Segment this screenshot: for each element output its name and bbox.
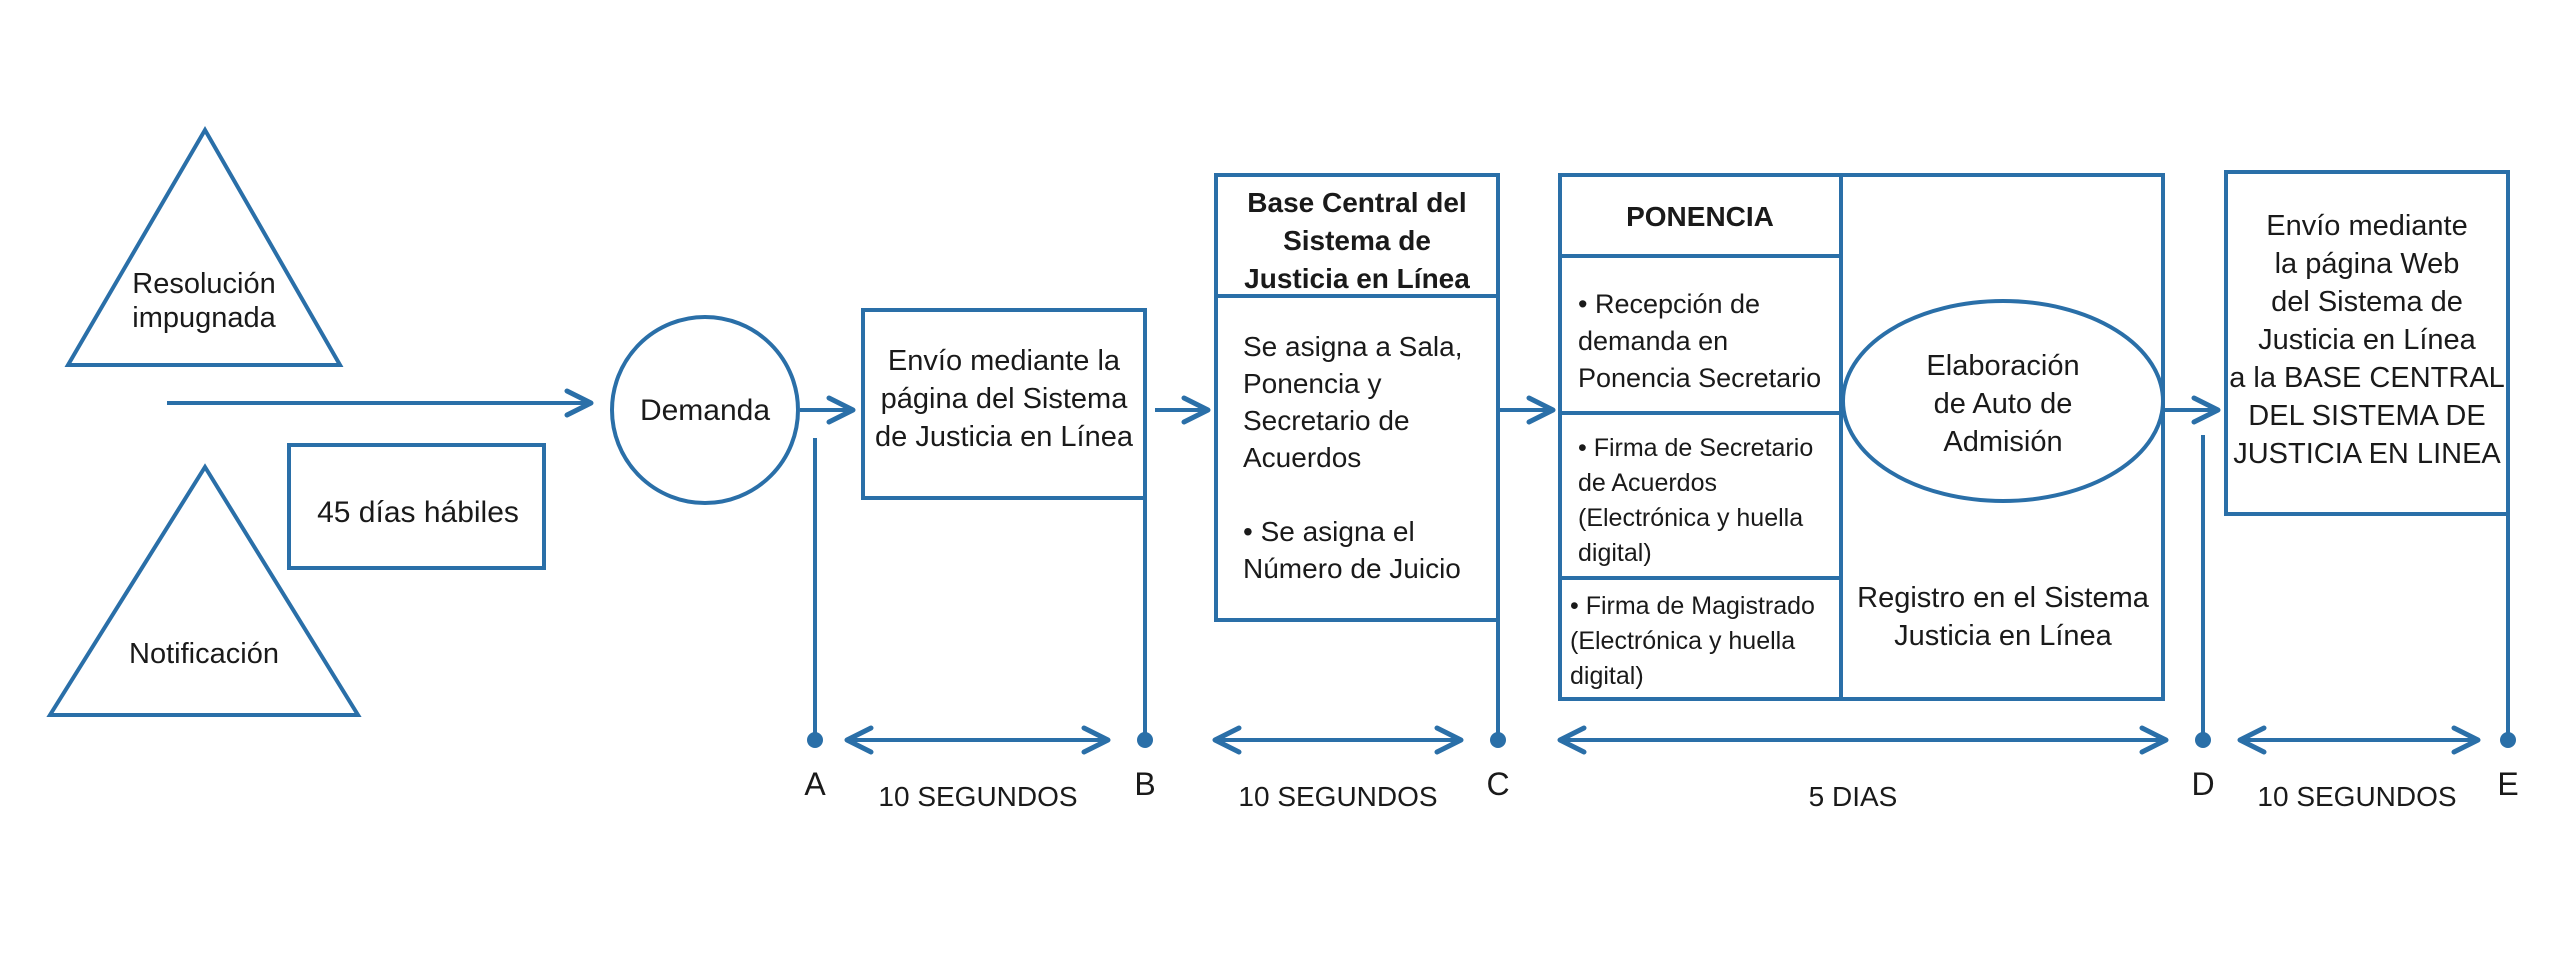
duration-label-bc: 10 SEGUNDOS — [1238, 781, 1437, 812]
envio1-label: Envío mediante la página del Sistema de Ju… — [875, 345, 1134, 453]
text-line: Elaboración — [1926, 350, 2079, 382]
ponencia-item3: • Firma de Magistrado (Electrónica y huel… — [1570, 592, 1815, 690]
text-line: Número de Juicio — [1243, 553, 1461, 584]
envio2-label: Envío mediante la página Web del Sistema d… — [2229, 210, 2505, 470]
text-line: Sistema de — [1283, 225, 1431, 256]
dias-habiles-label: 45 días hábiles — [317, 496, 519, 529]
notificacion-triangle — [46, 463, 362, 717]
milestone-label-d: D — [2191, 766, 2214, 802]
text-line: digital) — [1570, 662, 1644, 690]
text-line: de Acuerdos — [1578, 469, 1717, 497]
ponencia-item1: • Recepción de demanda en Ponencia Secreta… — [1578, 289, 1821, 393]
dias-habiles-box — [287, 443, 546, 570]
milestone-e — [2500, 172, 2516, 748]
duration-label-de: 10 SEGUNDOS — [2257, 781, 2456, 812]
text-line: del Sistema de — [2271, 286, 2463, 318]
text-line: impugnada — [132, 302, 276, 334]
text-line: Resolución — [132, 268, 275, 300]
text-line: Ponencia y — [1243, 368, 1382, 399]
demanda-label: Demanda — [640, 394, 770, 427]
text-line: PONENCIA — [1626, 201, 1774, 232]
text-line: JUSTICIA EN LINEA — [2233, 438, 2501, 470]
milestone-b — [1137, 310, 1153, 748]
duration-label-cd: 5 DIAS — [1809, 781, 1898, 812]
text-line: de Justicia en Línea — [875, 421, 1134, 453]
text-line: Justicia en Línea — [1894, 620, 2113, 652]
resolucion-triangle — [64, 126, 344, 367]
text-line: la página Web — [2275, 248, 2460, 280]
text-line: Justicia en Línea — [2258, 324, 2477, 356]
text-line: DEL SISTEMA DE — [2248, 400, 2485, 432]
milestone-label-c: C — [1486, 766, 1509, 802]
milestone-c — [1490, 175, 1506, 748]
text-line: (Electrónica y huella — [1570, 627, 1795, 655]
milestone-d — [2195, 435, 2211, 748]
text-line: • Se asigna el — [1243, 516, 1415, 547]
text-line: • Recepción de — [1578, 289, 1760, 319]
ponencia-registro-box — [1558, 173, 2165, 701]
text-line: página del Sistema — [881, 383, 1129, 415]
text-line: • Firma de Magistrado — [1570, 592, 1815, 620]
demanda-circle — [610, 315, 800, 505]
text-line: Justicia en Línea — [1244, 263, 1470, 294]
base-central-body: Se asigna a Sala, Ponencia y Secretario de… — [1243, 331, 1463, 584]
text-line: Secretario de — [1243, 405, 1410, 436]
text-line: Notificación — [129, 638, 279, 670]
elaboracion-label: Elaboración de Auto de Admisión — [1926, 350, 2079, 458]
text-line: Se asigna a Sala, — [1243, 331, 1463, 362]
milestone-label-a: A — [804, 766, 826, 802]
text-line: a la BASE CENTRAL — [2229, 362, 2505, 394]
milestone-a — [807, 438, 823, 748]
milestone-label-e: E — [2497, 766, 2518, 802]
ponencia-item2: • Firma de Secretario de Acuerdos (Electró… — [1578, 434, 1813, 567]
text-line: Admisión — [1943, 426, 2062, 458]
text-line: (Electrónica y huella — [1578, 504, 1803, 532]
text-line: Demanda — [640, 394, 770, 427]
text-line: Acuerdos — [1243, 442, 1361, 473]
text-line: Base Central del — [1247, 187, 1466, 218]
text-line: demanda en — [1578, 326, 1728, 356]
text-line: • Firma de Secretario — [1578, 434, 1813, 462]
duration-label-ab: 10 SEGUNDOS — [878, 781, 1077, 812]
text-line: Envío mediante — [2266, 210, 2468, 242]
text-line: 45 días hábiles — [317, 496, 519, 529]
text-line: Ponencia Secretario — [1578, 363, 1821, 393]
text-line: de Auto de — [1934, 388, 2073, 420]
text-line: Registro en el Sistema — [1857, 582, 2150, 614]
text-line: Envío mediante la — [888, 345, 1121, 377]
elaboracion-ellipse — [1841, 299, 2165, 503]
ponencia-title: PONENCIA — [1626, 201, 1774, 232]
notificacion-label: Notificación — [129, 638, 279, 670]
text-line: digital) — [1578, 539, 1652, 567]
milestone-label-b: B — [1134, 766, 1155, 802]
